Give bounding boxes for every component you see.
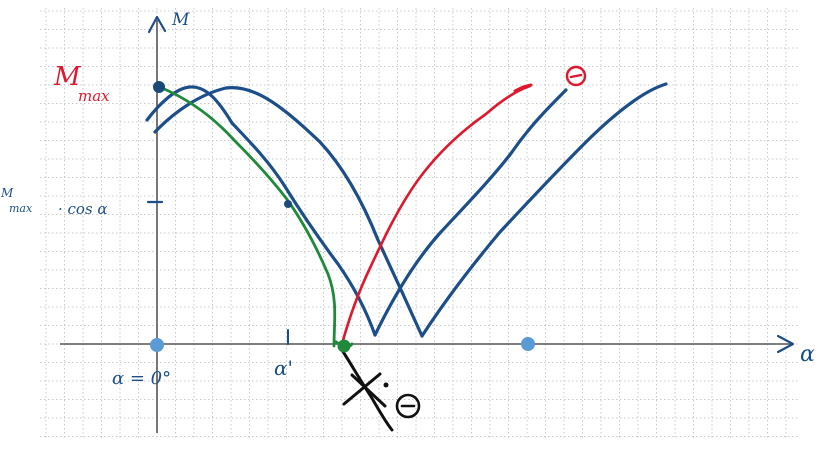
black-dot xyxy=(383,382,389,388)
green-curve xyxy=(160,86,337,348)
red-minus-dash xyxy=(569,73,583,79)
red-curve-end xyxy=(513,83,533,93)
m-max-cos-label: M xyxy=(0,186,14,200)
blue-curves xyxy=(145,82,668,338)
m-max-label: M xyxy=(53,62,82,92)
blue-curve-4 xyxy=(420,82,668,338)
alpha-prime-label: α' xyxy=(274,356,293,380)
m-max-cos-subscript: max xyxy=(9,202,33,215)
blue-curve-2 xyxy=(153,86,424,338)
black-curve xyxy=(338,345,394,432)
x-axis-arrow xyxy=(776,334,795,354)
x-axis-label: α xyxy=(800,342,815,367)
black-minus-circle xyxy=(395,393,421,419)
points xyxy=(150,81,535,353)
y-axis-arrow xyxy=(147,15,167,34)
blue-curve-3 xyxy=(373,88,568,337)
alpha-zero-label: α = 0° xyxy=(112,368,171,389)
point-alpha-zero xyxy=(150,338,164,352)
point-axis-right xyxy=(521,337,535,351)
point-zero-green xyxy=(337,339,351,353)
y-axis-label: M xyxy=(171,10,190,30)
m-max-cos-rest: · cos α xyxy=(58,200,108,218)
blue-curve-1 xyxy=(145,85,377,337)
black-cross-2 xyxy=(342,372,382,406)
point-cos xyxy=(284,200,292,208)
red-curve xyxy=(340,84,532,346)
red-minus-circle xyxy=(565,65,587,87)
black-cross-1 xyxy=(350,373,387,408)
m-max-subscript: max xyxy=(78,87,110,105)
point-m-max xyxy=(153,81,165,93)
